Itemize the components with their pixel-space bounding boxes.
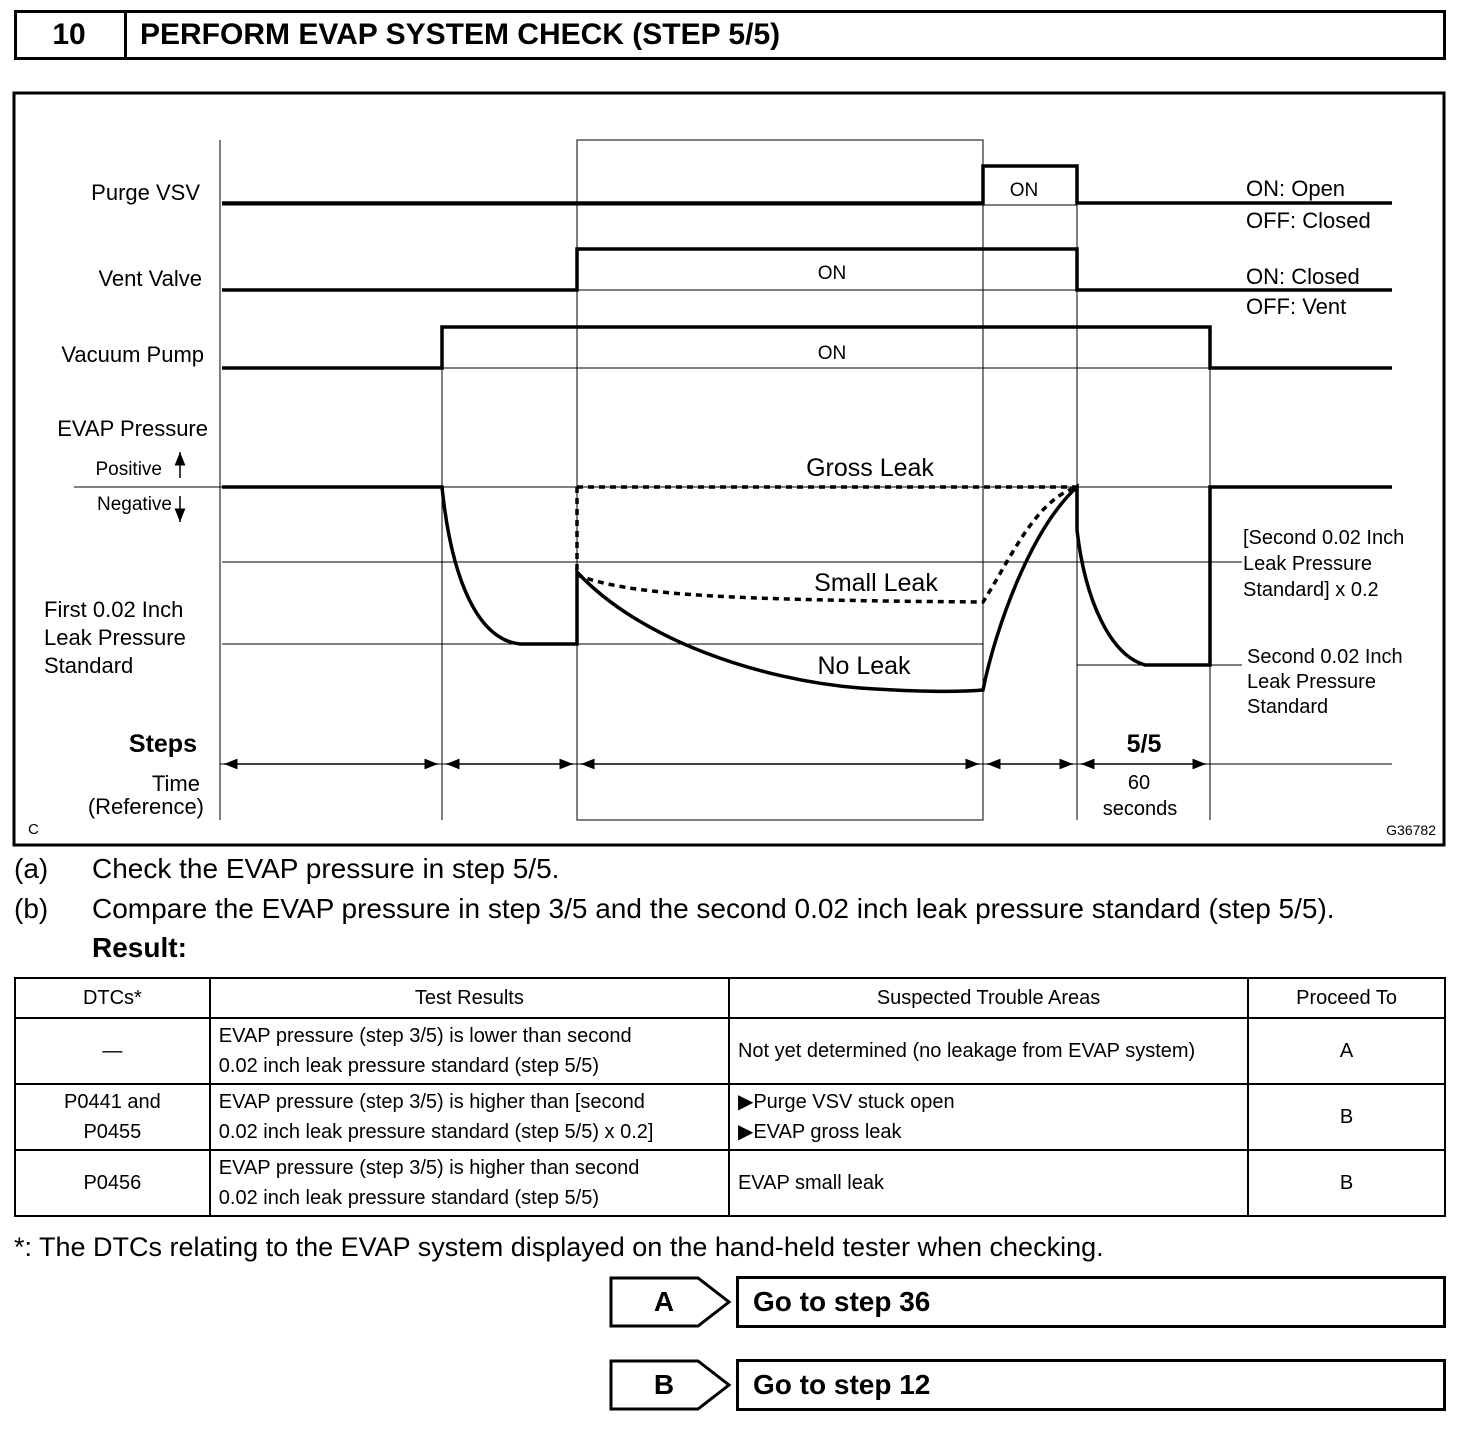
step-time-unit: seconds (1103, 798, 1178, 820)
table-row: P0456 EVAP pressure (step 3/5) is higher… (14, 1149, 1446, 1217)
trouble-area-cell: Not yet determined (no leakage from EVAP… (727, 1017, 1250, 1085)
step-boundary-box (576, 139, 984, 821)
goto-a-letter: A (654, 1286, 674, 1317)
table-row: — EVAP pressure (step 3/5) is lower than… (14, 1017, 1446, 1085)
proceed-cell: B (1247, 1083, 1446, 1151)
result-heading: Result: (92, 932, 187, 963)
step-title: PERFORM EVAP SYSTEM CHECK (STEP 5/5) (140, 18, 781, 51)
trouble-area-cell: EVAP small leak (727, 1149, 1250, 1217)
step-time-value: 60 (1128, 772, 1150, 794)
time-label-1: Time (152, 771, 200, 796)
test-result-cell: EVAP pressure (step 3/5) is higher than … (208, 1083, 730, 1151)
proceed-cell: B (1247, 1149, 1446, 1217)
goto-step-12-button[interactable]: Go to step 12 (736, 1359, 1446, 1411)
small-leak-label: Small Leak (814, 569, 938, 597)
vent-off-legend: OFF: Vent (1246, 294, 1346, 319)
col-header-dtcs: DTCs* (14, 977, 211, 1019)
first-std-label-3: Standard (44, 653, 133, 678)
goto-b-letter: B (654, 1369, 674, 1400)
instruction-b-label: (b) (14, 893, 49, 924)
trouble-area-cell: ▶Purge VSV stuck open▶EVAP gross leak (727, 1083, 1250, 1151)
test-result-cell: EVAP pressure (step 3/5) is lower than s… (208, 1017, 730, 1085)
vent-on-legend: ON: Closed (1246, 264, 1360, 289)
second-x02-label-2: Leak Pressure (1243, 553, 1372, 575)
vent-valve-label: Vent Valve (98, 266, 202, 291)
vacuum-pump-label: Vacuum Pump (61, 342, 204, 367)
figure-id: G36782 (1386, 822, 1436, 838)
purge-vsv-signal (222, 164, 1392, 205)
second-x02-label-1: [Second 0.02 Inch (1243, 527, 1404, 549)
vent-on-label: ON (818, 263, 847, 284)
table-header-row: DTCs* Test Results Suspected Trouble Are… (14, 977, 1446, 1019)
purge-on-legend: ON: Open (1246, 176, 1345, 201)
first-std-label-1: First 0.02 Inch (44, 597, 183, 622)
second-std-label-1: Second 0.02 Inch (1247, 646, 1403, 668)
dtc-cell: P0456 (14, 1149, 211, 1217)
no-leak-label: No Leak (817, 652, 911, 680)
purge-on-label: ON (1010, 180, 1039, 201)
purge-off-legend: OFF: Closed (1246, 208, 1371, 233)
step-number: 10 (14, 10, 127, 60)
step-header (14, 10, 1446, 60)
evap-pressure-label: EVAP Pressure (57, 416, 208, 441)
goto-b-tag[interactable]: B (608, 1358, 734, 1412)
evap-timing-diagram: Purge VSV Vent Valve Vacuum Pump EVAP Pr… (12, 91, 1446, 847)
positive-label: Positive (95, 459, 162, 480)
time-label-2: (Reference) (88, 794, 204, 819)
purge-vsv-label: Purge VSV (91, 180, 200, 205)
step-tag: 5/5 (1127, 730, 1162, 758)
diagram-frame (12, 91, 1446, 847)
first-std-label-2: Leak Pressure (44, 625, 186, 650)
instruction-b-text: Compare the EVAP pressure in step 3/5 an… (92, 893, 1335, 924)
second-std-label-2: Leak Pressure (1247, 671, 1376, 693)
vent-valve-signal (222, 247, 1392, 292)
no-leak-curve (222, 483, 1392, 694)
dtc-footnote: *: The DTCs relating to the EVAP system … (14, 1232, 1104, 1262)
proceed-cell: A (1247, 1017, 1446, 1085)
second-std-label-3: Standard (1247, 696, 1328, 718)
goto-step-36-button[interactable]: Go to step 36 (736, 1276, 1446, 1328)
goto-a-tag[interactable]: A (608, 1275, 734, 1329)
gross-leak-label: Gross Leak (806, 454, 934, 482)
col-header-test-results: Test Results (208, 977, 730, 1019)
pump-on-label: ON (818, 343, 847, 364)
corner-mark: C (28, 821, 39, 838)
instruction-a-label: (a) (14, 853, 49, 884)
instruction-a-text: Check the EVAP pressure in step 5/5. (92, 853, 560, 884)
col-header-proceed-to: Proceed To (1247, 977, 1446, 1019)
test-result-cell: EVAP pressure (step 3/5) is higher than … (208, 1149, 730, 1217)
col-header-trouble-areas: Suspected Trouble Areas (727, 977, 1250, 1019)
negative-label: Negative (97, 494, 172, 515)
steps-label: Steps (129, 730, 197, 758)
vacuum-pump-signal (222, 325, 1392, 370)
dtc-cell: — (14, 1017, 211, 1085)
result-table: DTCs* Test Results Suspected Trouble Are… (14, 977, 1446, 1217)
second-x02-label-3: Standard] x 0.2 (1243, 579, 1379, 601)
